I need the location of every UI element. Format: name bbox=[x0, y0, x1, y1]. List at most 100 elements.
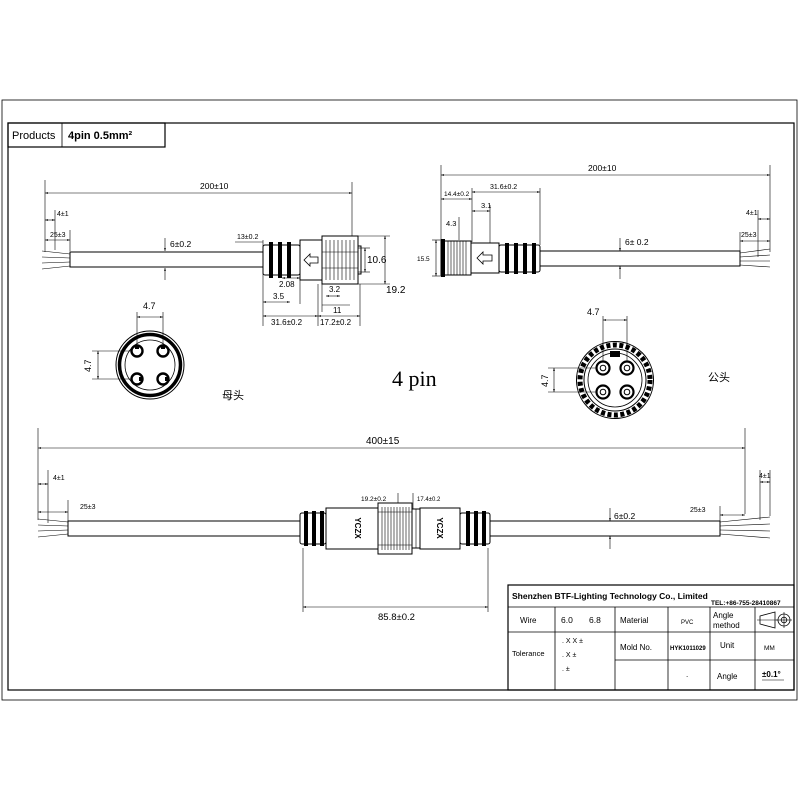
company-name: Shenzhen BTF-Lighting Technology Co., Li… bbox=[512, 591, 708, 601]
female-face-dimensions bbox=[92, 312, 164, 380]
female-pin-spacing-h: 4.7 bbox=[143, 301, 156, 311]
male-body bbox=[470, 242, 500, 274]
assembly-male-dia: 17.4±0.2 bbox=[417, 497, 441, 503]
mold-label: Mold No. bbox=[620, 643, 652, 652]
male-connector bbox=[440, 239, 541, 277]
male-dimensions bbox=[432, 165, 771, 279]
male-face-ring bbox=[583, 348, 647, 412]
arrow-mark-icon bbox=[303, 253, 319, 267]
female-jacket-strip-dim: 25±3 bbox=[50, 232, 66, 239]
angle-value: ±0.1° bbox=[762, 670, 781, 679]
female-connector bbox=[262, 235, 362, 285]
female-face-view: 4.7 4.7 母头 bbox=[83, 301, 244, 402]
female-lip bbox=[357, 245, 362, 275]
products-box-border bbox=[7, 122, 166, 148]
assembly-right-strip: 4±1 bbox=[759, 473, 771, 480]
female-outer-dia-dim: 19.2 bbox=[386, 285, 406, 296]
assembly-nut-dia: 19.2±0.2 bbox=[361, 496, 387, 503]
material-label: Material bbox=[620, 616, 649, 625]
products-label: Products bbox=[12, 130, 56, 142]
female-cable-jacket bbox=[69, 251, 264, 268]
male-body-len-dim: 31.6±0.2 bbox=[490, 184, 517, 191]
female-nut-len-dim: 17.2±0.2 bbox=[320, 318, 352, 327]
female-pins bbox=[130, 344, 170, 386]
male-thread-step-dim: 4.3 bbox=[446, 219, 456, 228]
projection-symbol-icon bbox=[757, 611, 792, 629]
title-block: Shenzhen BTF-Lighting Technology Co., Li… bbox=[507, 584, 795, 691]
assembly-connector: YCZX YCZX bbox=[299, 502, 491, 555]
male-face-dimensions bbox=[548, 316, 628, 393]
male-strip-dim: 4±1 bbox=[746, 210, 758, 217]
tolerance-value-3: . ± bbox=[562, 666, 570, 673]
female-cable-view: 200±10 4±1 25±3 6±0.2 13±0.2 10.6 19.2 2… bbox=[41, 180, 406, 327]
assembly-left-strip: 4±1 bbox=[53, 475, 65, 482]
assembly-nut-ribs bbox=[378, 507, 412, 550]
unit-value: MM bbox=[764, 645, 775, 652]
female-coupling-nut bbox=[321, 235, 359, 285]
products-value: 4pin 0.5mm² bbox=[68, 130, 133, 142]
assembly-brand-right: YCZX bbox=[435, 517, 444, 539]
male-cable-dia-dim: 6± 0.2 bbox=[625, 237, 649, 247]
female-step-dim: 2.08 bbox=[279, 280, 295, 289]
pin-count-label: 4 pin bbox=[392, 366, 437, 391]
male-cable-view: 200±10 14.4±0.2 31.6±0.2 3.1 4.3 15.5 6±… bbox=[417, 163, 771, 279]
material-value: PVC bbox=[681, 620, 694, 626]
assembly-brand-left: YCZX bbox=[353, 517, 362, 539]
female-length-dim: 200±10 bbox=[200, 181, 229, 191]
outer-frame bbox=[1, 99, 798, 701]
arrow-mark-icon bbox=[476, 251, 493, 265]
female-boot-dim: 13±0.2 bbox=[237, 234, 258, 241]
female-face-ring bbox=[117, 332, 183, 398]
assembly-connector-length: 85.8±0.2 bbox=[378, 612, 415, 623]
assembly-left-body bbox=[325, 507, 379, 550]
male-thread bbox=[440, 240, 472, 276]
female-cable-dia-dim: 6±0.2 bbox=[170, 239, 191, 249]
female-groove-dim: 3.2 bbox=[329, 285, 341, 294]
assembly-coupling-nut bbox=[377, 502, 413, 555]
wire-value-2: 6.8 bbox=[589, 615, 601, 625]
extra-value: . bbox=[686, 670, 688, 679]
angle-method-label-2: method bbox=[713, 621, 740, 630]
male-face-key bbox=[610, 351, 620, 357]
tolerance-value-1: . X X ± bbox=[562, 638, 583, 645]
assembly-cable-dia: 6±0.2 bbox=[614, 511, 635, 521]
female-body-len-dim: 31.6±0.2 bbox=[271, 318, 303, 327]
male-step-dim: 3.1 bbox=[481, 201, 491, 210]
assembly-right-jacket-strip: 25±3 bbox=[690, 507, 706, 514]
male-pin-spacing-v: 4.7 bbox=[540, 374, 550, 387]
assembly-view: YCZX YCZX bbox=[37, 428, 771, 623]
assembly-right-wires bbox=[719, 516, 771, 539]
male-thread-dia-dim: 15.5 bbox=[417, 256, 430, 263]
unit-label: Unit bbox=[720, 641, 735, 650]
angle-method-label-1: Angle bbox=[713, 611, 734, 620]
male-jacket-strip-dim: 25±3 bbox=[741, 232, 757, 239]
male-cable-jacket bbox=[539, 250, 741, 267]
wire-value-1: 6.0 bbox=[561, 615, 573, 625]
angle-label: Angle bbox=[717, 672, 738, 681]
title-block-border bbox=[507, 584, 795, 691]
female-dimensions bbox=[44, 180, 390, 326]
male-face-label: 公头 bbox=[708, 371, 730, 384]
assembly-left-jacket-strip: 25±3 bbox=[80, 504, 96, 511]
assembly-right-cable bbox=[489, 520, 721, 537]
male-pins bbox=[595, 360, 635, 400]
assembly-left-cable bbox=[67, 520, 301, 537]
female-front-dim: 3.5 bbox=[273, 292, 285, 301]
male-pin-spacing-h: 4.7 bbox=[587, 307, 600, 317]
female-face-inner bbox=[124, 339, 176, 391]
female-nut-ribs bbox=[322, 240, 358, 280]
products-box: Products 4pin 0.5mm² bbox=[7, 122, 166, 148]
tolerance-label: Tolerance bbox=[512, 649, 545, 658]
male-face-knurl bbox=[577, 342, 653, 418]
assembly-right-body bbox=[419, 507, 461, 550]
tolerance-value-2: . X ± bbox=[562, 652, 577, 659]
female-inner-dia-dim: 10.6 bbox=[367, 255, 387, 266]
female-wires bbox=[41, 250, 71, 270]
male-face-view: 4.7 4.7 公头 bbox=[540, 307, 730, 419]
female-face-label: 母头 bbox=[222, 389, 244, 402]
assembly-total-length: 400±15 bbox=[366, 436, 400, 447]
inner-frame bbox=[7, 122, 795, 691]
male-wires bbox=[739, 248, 771, 268]
male-length-dim: 200±10 bbox=[588, 163, 617, 173]
